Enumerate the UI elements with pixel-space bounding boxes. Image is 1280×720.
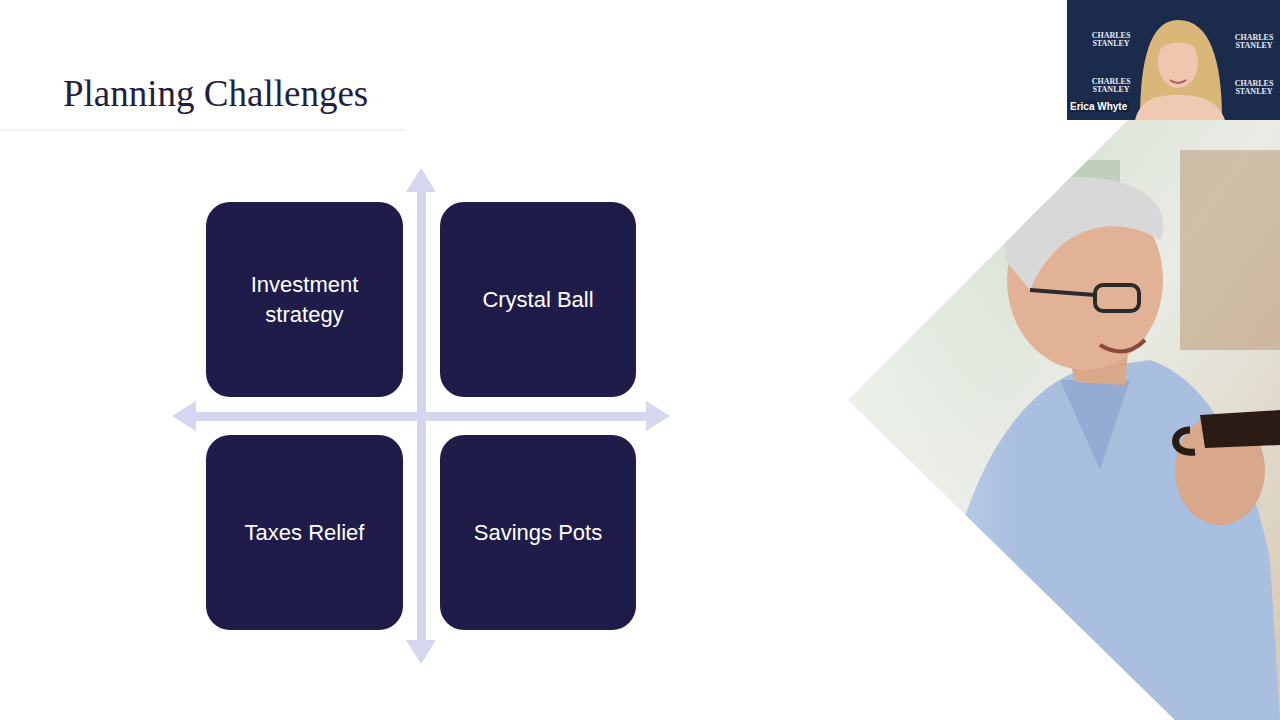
- slide-title: Planning Challenges: [63, 72, 368, 115]
- box-text-wrap: Taxes Relief: [245, 518, 365, 548]
- brand-watermark: CHARLES STANLEY: [1233, 80, 1275, 97]
- brand-watermark: CHARLES STANLEY: [1090, 78, 1132, 95]
- box-label: Investment strategy: [220, 270, 389, 329]
- challenge-box: Taxes Relief: [206, 435, 403, 630]
- challenge-box: Savings Pots: [440, 435, 636, 630]
- box-label: Taxes Relief: [245, 518, 365, 548]
- challenge-box: Investment strategy: [206, 202, 403, 397]
- speaker-name: Erica Whyte: [1068, 101, 1129, 112]
- cross-arrows: [172, 168, 670, 664]
- brand-watermark: CHARLES STANLEY: [1233, 34, 1275, 51]
- title-rule: [0, 129, 405, 131]
- box-text-wrap: Savings Pots: [474, 518, 602, 548]
- brand-watermark: CHARLES STANLEY: [1090, 32, 1132, 49]
- challenge-box: Crystal Ball: [440, 202, 636, 397]
- box-text-wrap: Investment strategy: [220, 270, 389, 329]
- webcam-feed: [1067, 0, 1280, 120]
- box-text-wrap: Crystal Ball: [482, 285, 593, 315]
- box-label: Savings Pots: [474, 518, 602, 548]
- box-label: Crystal Ball: [482, 285, 593, 315]
- photo-man: [840, 110, 1280, 720]
